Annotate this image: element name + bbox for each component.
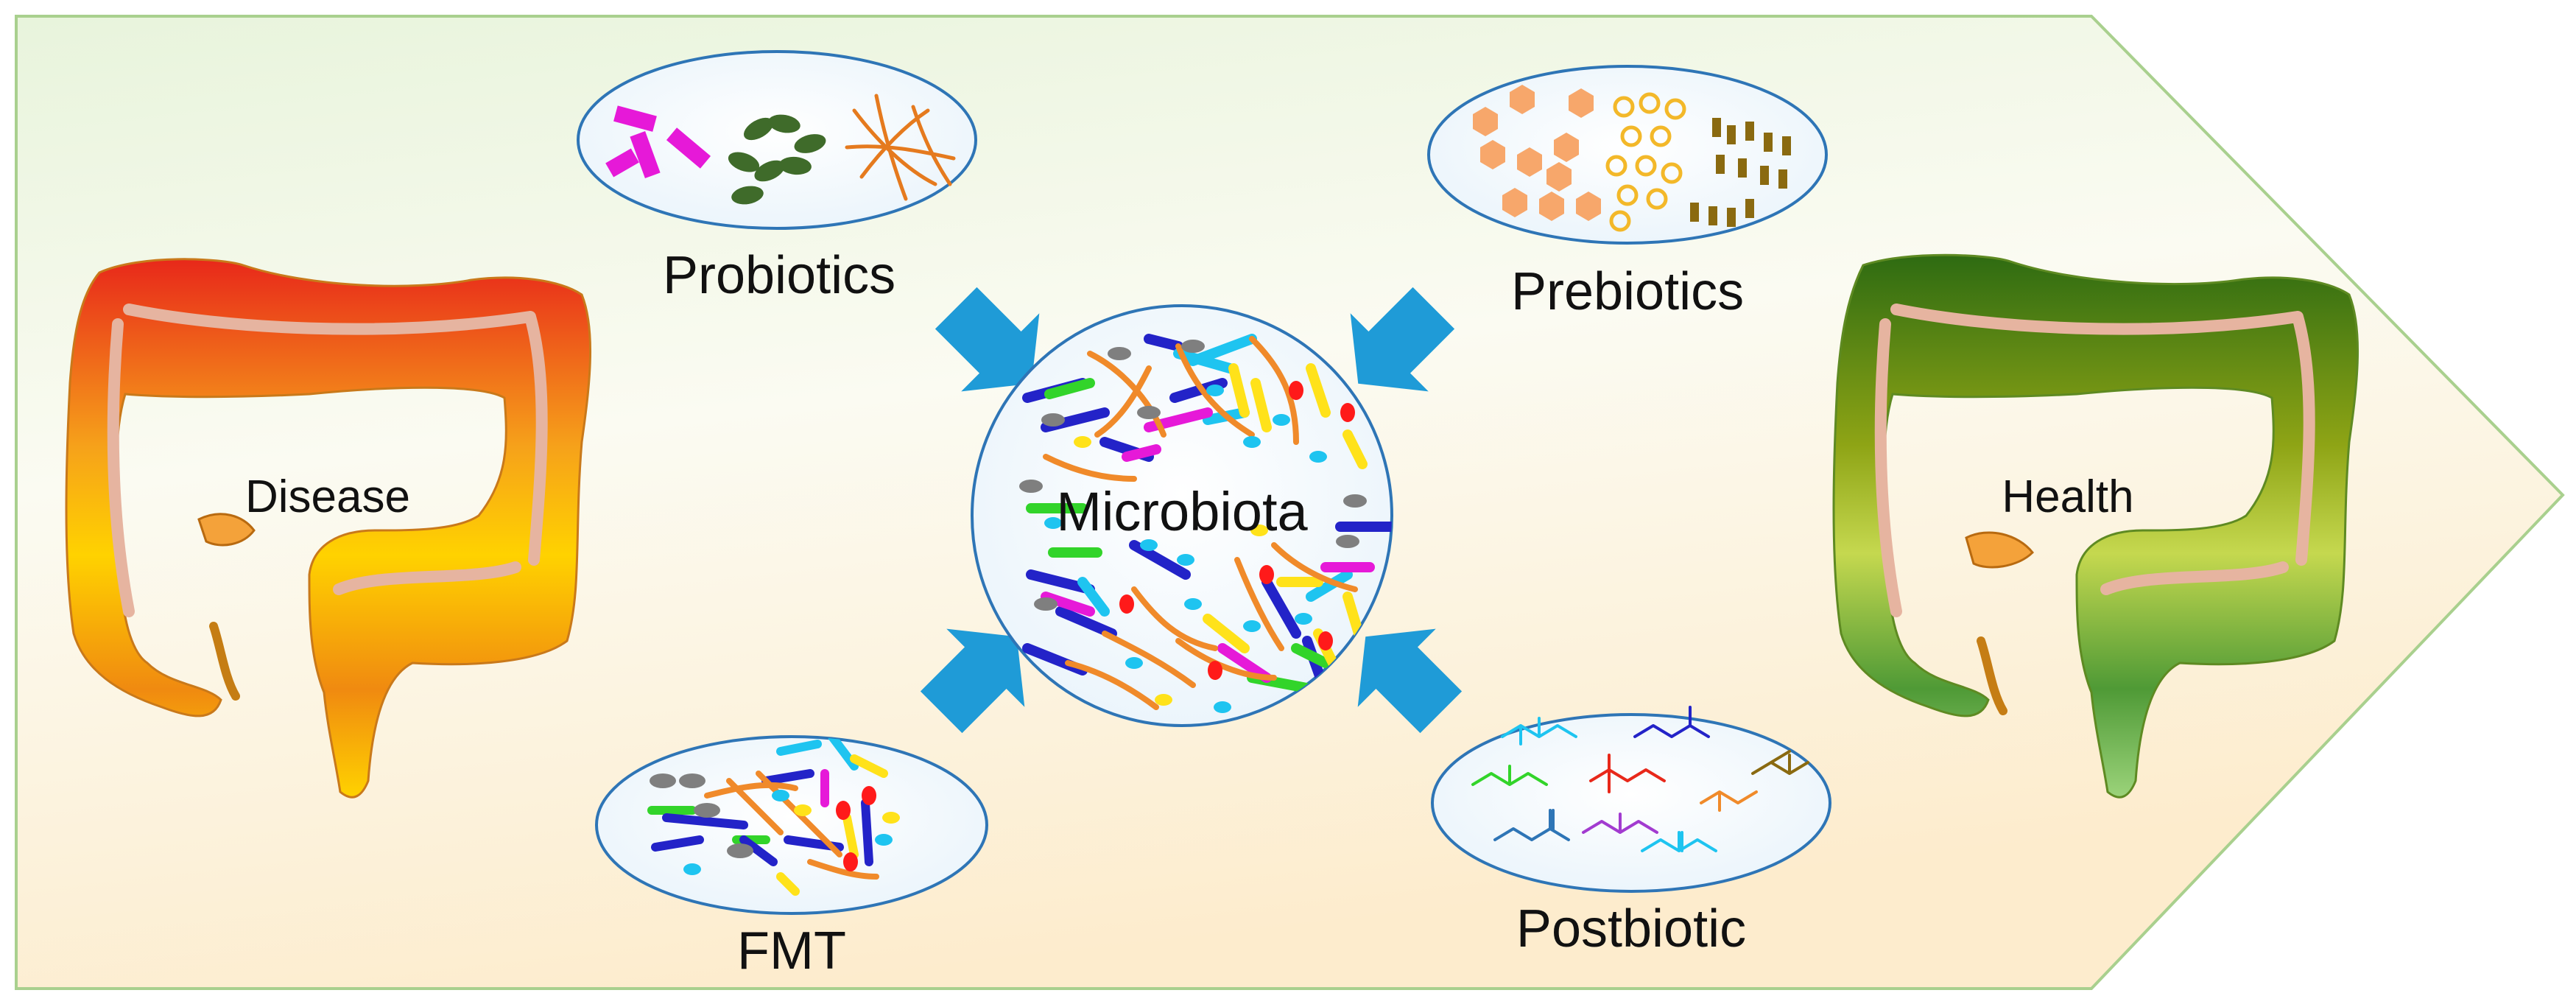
- ring-shapes: [1605, 92, 1686, 232]
- microbiota-label: Microbiota: [1056, 481, 1308, 542]
- prebiotics-arrow: [1350, 287, 1455, 392]
- probiotics-arrow: [935, 287, 1040, 392]
- fmt-bubble: [595, 735, 988, 915]
- health-label: Health: [2002, 471, 2133, 522]
- prebiotics-label: Prebiotics: [1511, 262, 1744, 321]
- postbiotic-label: Postbiotic: [1516, 899, 1746, 958]
- fmt-arrow: [920, 628, 1025, 734]
- rod-shapes: [1690, 118, 1791, 227]
- fmt-label: FMT: [737, 922, 846, 980]
- probiotics-label: Probiotics: [663, 246, 895, 305]
- probiotics-bubble: [577, 50, 977, 230]
- disease-label: Disease: [245, 471, 410, 522]
- postbiotic-arrow: [1357, 628, 1463, 734]
- hexagon-shapes: [1473, 85, 1601, 221]
- postbiotic-bubble: [1431, 706, 1831, 893]
- health-colon-illustration: [1832, 253, 2359, 799]
- prebiotics-bubble: [1427, 65, 1828, 245]
- disease-colon-illustration: [65, 258, 592, 799]
- microbiota-circle: [971, 304, 1393, 727]
